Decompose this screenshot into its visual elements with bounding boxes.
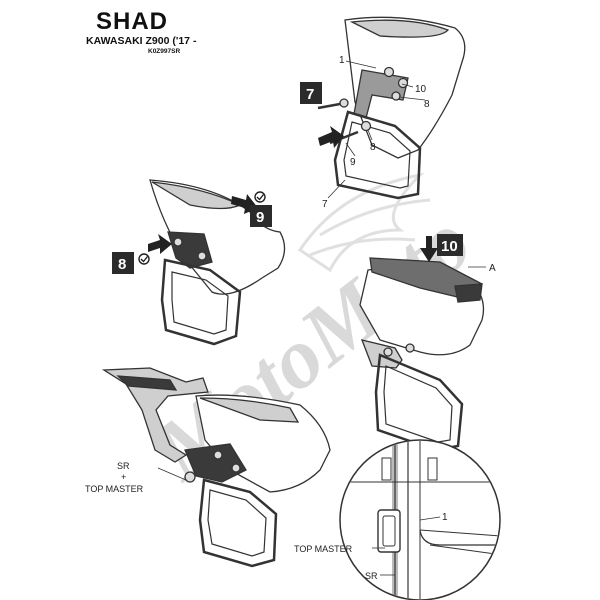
step8-number: 8 (118, 256, 126, 273)
step9-number: 9 (256, 209, 264, 226)
label-top-master: TOP MASTER (85, 484, 144, 494)
detail-bolt-right (427, 457, 438, 481)
seat-cover (199, 397, 300, 423)
step7-illustration (317, 16, 466, 200)
seat-cover (349, 19, 450, 38)
top-master-illustration (101, 367, 331, 568)
step7-label-8-upper: 8 (424, 99, 430, 110)
step7-arrow (318, 126, 344, 148)
detail-view (339, 439, 501, 600)
step10-number: 10 (441, 238, 458, 255)
check-icon (138, 253, 150, 265)
detail-rack-bend (419, 529, 499, 546)
product-code: K0Z997SR (148, 48, 181, 55)
insert-arrow-icon (318, 126, 344, 148)
step7-label-1: 1 (339, 55, 345, 66)
side-frame-inner (383, 365, 453, 443)
bolt-1 (383, 66, 395, 78)
bolt-upper (213, 450, 223, 460)
washer-8-lower (360, 120, 372, 132)
detail-label-top-master: TOP MASTER (294, 544, 353, 554)
step7-label-9: 9 (350, 157, 356, 168)
detail-bolt-left (381, 457, 392, 481)
step7-label-10: 10 (415, 84, 427, 95)
side-frame-inner (207, 489, 267, 557)
step8-illustration (149, 179, 286, 346)
watermark-bird (297, 172, 431, 273)
step7-badge (300, 82, 322, 104)
step7-label-7: 7 (322, 199, 328, 210)
bolt-upper (173, 237, 183, 247)
washer-8 (391, 91, 401, 101)
top-master-rack (101, 367, 209, 463)
rack-plate (116, 375, 178, 391)
step8-badge (112, 252, 134, 274)
step7-box: 7 (300, 82, 322, 104)
detail-callout-1 (419, 516, 441, 521)
bolt-lower (197, 251, 207, 261)
check-icon (254, 191, 266, 203)
insert-arrow-icon (148, 234, 172, 254)
label-plus: + (121, 472, 126, 482)
step10-illustration (359, 257, 485, 452)
label-sr: SR (117, 461, 130, 471)
model-title: KAWASAKI Z900 ('17 - (86, 35, 197, 47)
press-down-arrow-icon (420, 236, 438, 262)
detail-label-sr: SR (365, 571, 378, 581)
side-frame (160, 258, 242, 346)
step8-arrow (138, 234, 172, 265)
step10-badge (437, 234, 463, 256)
step7-label-8-lower: 8 (370, 142, 376, 153)
bolt-shaft-upper (317, 102, 341, 110)
seat-strap (454, 283, 483, 303)
mounting-plate (184, 443, 247, 483)
nut-10 (397, 77, 409, 89)
knob (184, 471, 196, 483)
brand-logo: SHAD (96, 8, 169, 35)
bolt-upper (383, 347, 393, 357)
step10-arrow (420, 236, 438, 262)
step10-box: 10 (437, 234, 463, 256)
step7-number: 7 (306, 86, 314, 103)
side-frame-inner (343, 121, 411, 189)
side-frame (333, 110, 422, 200)
step9-badge (250, 205, 272, 227)
bolt-lower (231, 463, 241, 473)
side-frame (198, 478, 278, 568)
detail-label-1: 1 (442, 512, 448, 523)
step10-label-A: A (489, 263, 496, 274)
step7-callouts (327, 60, 426, 199)
washer-left (339, 98, 349, 108)
side-frame-inner (171, 271, 229, 335)
sr-callout-line (157, 467, 187, 481)
step8-box: 8 (112, 252, 134, 274)
step9-box: 9 (250, 205, 272, 227)
bolt-lower (405, 343, 415, 353)
